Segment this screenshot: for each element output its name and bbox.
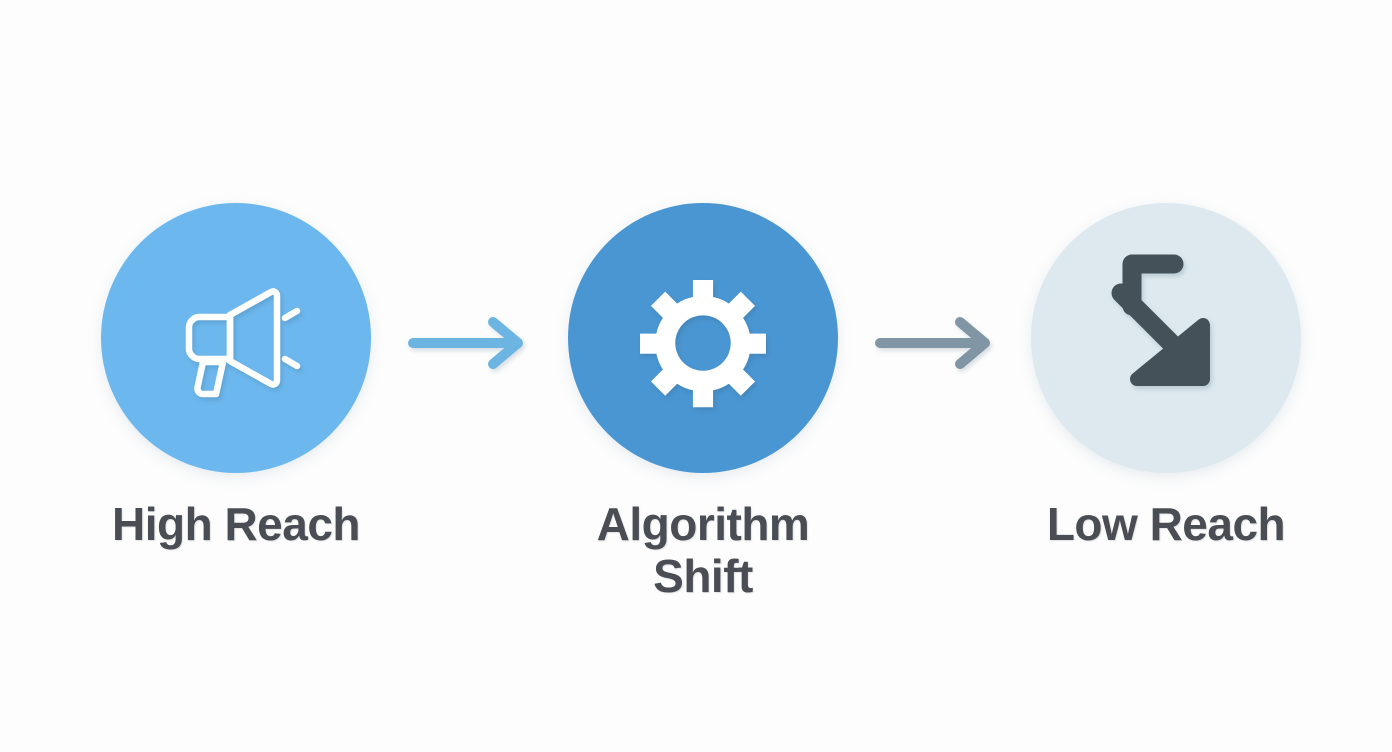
stage-label-high-reach: High Reach [111, 498, 361, 550]
megaphone-icon [175, 280, 301, 398]
connector-arrow-1 [405, 315, 535, 371]
connector-arrow-2 [872, 315, 1002, 371]
stage-circle-algorithm-shift[interactable] [568, 203, 838, 473]
stage-label-algorithm-shift: Algorithm Shift [596, 498, 810, 602]
stage-circle-low-reach[interactable] [1031, 203, 1301, 473]
gear-icon [640, 275, 766, 408]
stage-label-low-reach: Low Reach [1046, 498, 1286, 550]
stage-low-reach[interactable]: Low Reach [1016, 203, 1316, 551]
stage-high-reach[interactable]: High Reach [86, 203, 386, 551]
stage-circle-high-reach[interactable] [101, 203, 371, 473]
stage-algorithm-shift[interactable]: Algorithm Shift [553, 203, 853, 602]
arrow-down-right-decline-icon [1107, 254, 1225, 397]
